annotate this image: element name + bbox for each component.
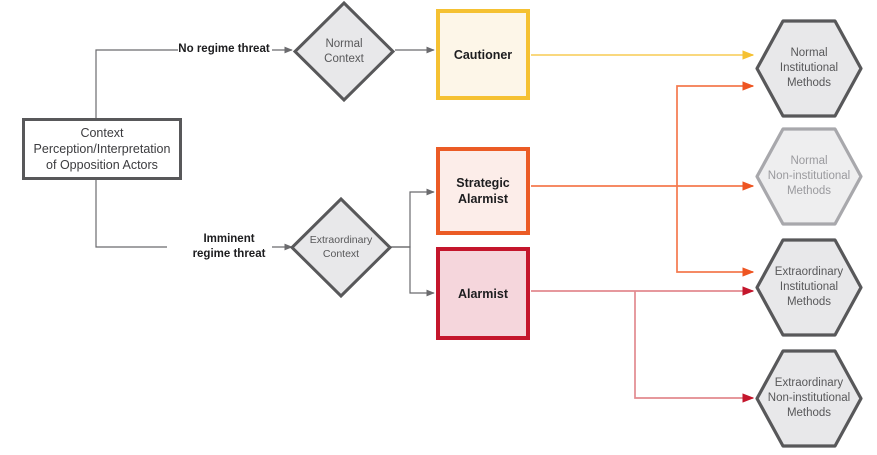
diamond-shape	[292, 0, 396, 103]
normal-context-label: Normal Context	[324, 37, 364, 65]
diamond-shape	[289, 196, 393, 299]
hexagon-shape	[755, 127, 863, 226]
root-context-box[interactable]: Context Perception/Interpretation of Opp…	[22, 118, 182, 180]
edge-strategic-alarmist-to-extraordinary-institutional	[676, 186, 755, 277]
hexagon-shape	[755, 349, 863, 448]
normal-context-node[interactable]: Normal Context	[292, 0, 396, 103]
hexagon-shape	[755, 238, 863, 337]
outcome-extraordinary-non-institutional-label: Extraordinary Non-institutional Methods	[767, 377, 851, 419]
strategic-alarmist-label: Strategic Alarmist	[456, 176, 510, 206]
edge-alarmist-to-extraordinary-non-institutional	[634, 291, 755, 403]
alarmist-label: Alarmist	[457, 286, 509, 301]
hexagon-shape	[755, 19, 863, 118]
outcome-normal-non-institutional[interactable]: Normal Non-institutional Methods	[754, 126, 864, 227]
outcome-normal-institutional-label: Normal Institutional Methods	[779, 47, 839, 89]
strategic-alarmist-box[interactable]: Strategic Alarmist	[436, 147, 530, 235]
edge-label-no-regime-threat: No regime threat	[178, 43, 270, 55]
outcome-extraordinary-institutional-label: Extraordinary Institutional Methods	[774, 266, 844, 308]
outcome-normal-non-institutional-label: Normal Non-institutional Methods	[767, 155, 851, 197]
edge-root-to-normal-context-stem	[95, 49, 178, 118]
extraordinary-context-label: Extraordinary Context	[309, 233, 373, 260]
root-context-label: Context Perception/Interpretation of Opp…	[33, 126, 171, 172]
edge-label-imminent-regime-threat: Imminent regime threat	[192, 233, 266, 260]
cautioner-box[interactable]: Cautioner	[436, 9, 530, 100]
cautioner-label: Cautioner	[453, 47, 513, 62]
edge-root-to-extraordinary-context-stem	[95, 180, 167, 248]
outcome-normal-institutional[interactable]: Normal Institutional Methods	[754, 18, 864, 119]
outcome-extraordinary-institutional[interactable]: Extraordinary Institutional Methods	[754, 237, 864, 338]
extraordinary-context-node[interactable]: Extraordinary Context	[289, 196, 393, 299]
alarmist-box[interactable]: Alarmist	[436, 247, 530, 340]
outcome-extraordinary-non-institutional[interactable]: Extraordinary Non-institutional Methods	[754, 348, 864, 449]
edge-strategic-alarmist-to-normal-institutional	[676, 81, 755, 186]
